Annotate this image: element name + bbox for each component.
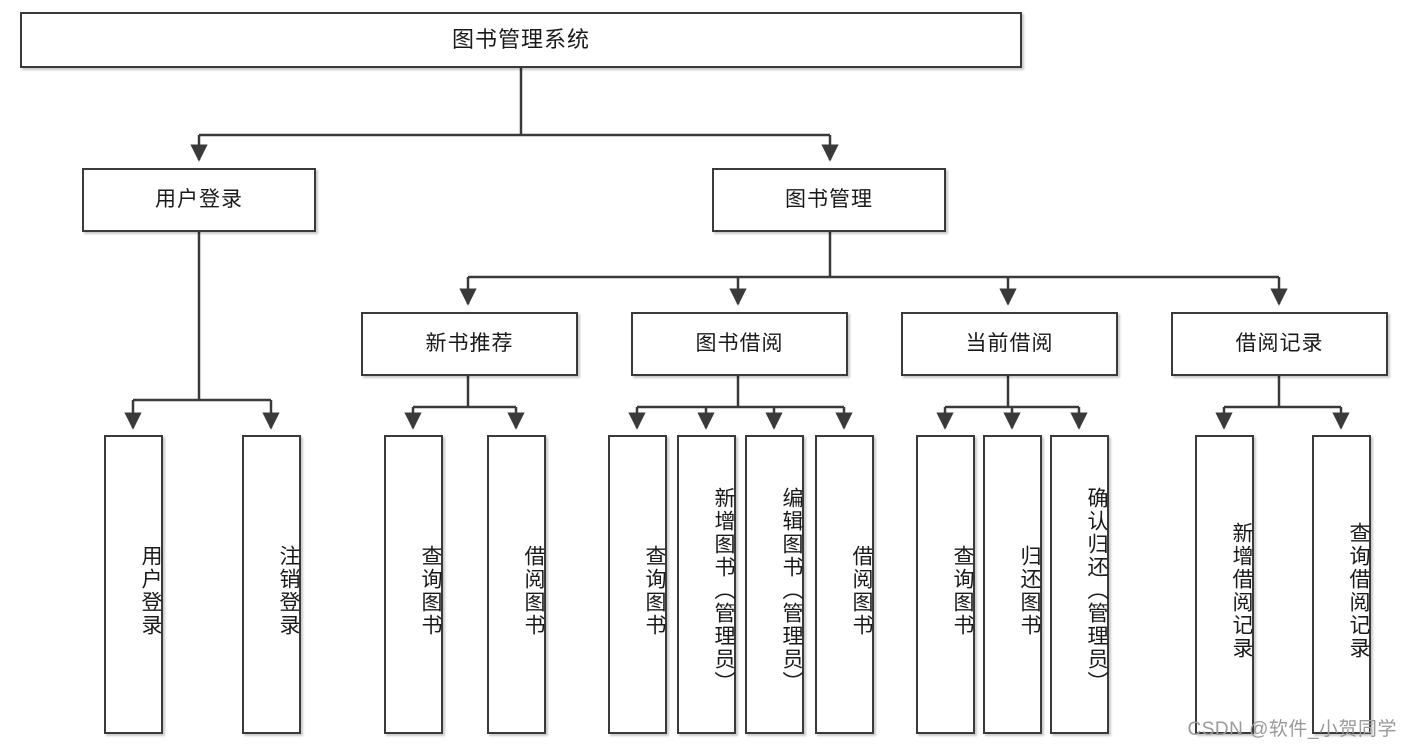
csdn-watermark: CSDN @软件_小贺同学 [1187, 719, 1397, 740]
node-label: 借阅图书 [522, 544, 545, 637]
node-book-borrow[interactable]: 图书借阅 [631, 312, 848, 376]
leaf-records-query-record[interactable]: 查询借阅记录 [1312, 435, 1371, 734]
leaf-new-book-borrow[interactable]: 借阅图书 [487, 435, 546, 734]
node-label: 用户登录 [155, 188, 243, 212]
leaf-records-add-record[interactable]: 新增借阅记录 [1195, 435, 1254, 734]
node-label: 图书管理 [785, 188, 873, 212]
leaf-current-return-book[interactable]: 归还图书 [983, 435, 1042, 734]
leaf-current-query-book[interactable]: 查询图书 [916, 435, 975, 734]
node-label: 新增图书（管理员） [712, 487, 735, 694]
node-label: 借阅记录 [1235, 332, 1324, 356]
leaf-user-login-logout[interactable]: 注销登录 [242, 435, 301, 734]
node-label: 注销登录 [277, 544, 300, 637]
node-label: 图书借阅 [695, 332, 784, 356]
node-label: 查询图书 [419, 544, 442, 637]
leaf-borrow-add-book-admin[interactable]: 新增图书（管理员） [677, 435, 736, 734]
node-root-library-system[interactable]: 图书管理系统 [20, 12, 1022, 68]
leaf-user-login-login[interactable]: 用户登录 [104, 435, 163, 734]
node-new-book-recommend[interactable]: 新书推荐 [361, 312, 578, 376]
node-label: 用户登录 [139, 544, 162, 637]
node-label: 编辑图书（管理员） [780, 487, 803, 694]
node-label: 查询图书 [951, 544, 974, 637]
node-label: 查询借阅记录 [1347, 521, 1370, 660]
leaf-new-book-query[interactable]: 查询图书 [384, 435, 443, 734]
node-label: 新书推荐 [425, 332, 514, 356]
node-current-borrow[interactable]: 当前借阅 [901, 312, 1118, 376]
node-label: 查询图书 [643, 544, 666, 637]
node-label: 归还图书 [1018, 544, 1041, 637]
node-book-management[interactable]: 图书管理 [712, 168, 946, 232]
node-label: 借阅图书 [850, 544, 873, 637]
node-borrow-records[interactable]: 借阅记录 [1171, 312, 1388, 376]
leaf-borrow-borrow-book[interactable]: 借阅图书 [815, 435, 874, 734]
node-user-login[interactable]: 用户登录 [82, 168, 316, 232]
node-label: 确认归还（管理员） [1085, 487, 1108, 694]
leaf-borrow-query-book[interactable]: 查询图书 [608, 435, 667, 734]
leaf-borrow-edit-book-admin[interactable]: 编辑图书（管理员） [745, 435, 804, 734]
leaf-current-confirm-return-admin[interactable]: 确认归还（管理员） [1050, 435, 1109, 734]
node-label: 图书管理系统 [451, 26, 590, 52]
node-label: 新增借阅记录 [1230, 521, 1253, 660]
node-label: 当前借阅 [965, 332, 1054, 356]
